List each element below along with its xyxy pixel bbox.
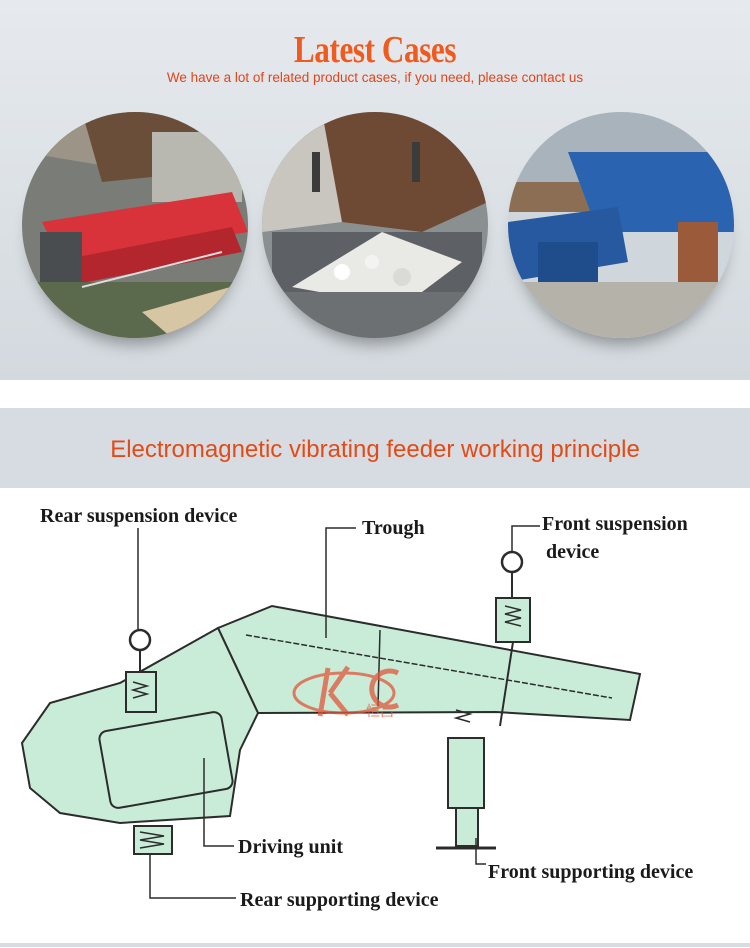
case-photo-hopper[interactable] bbox=[262, 112, 488, 338]
principle-header-band bbox=[0, 408, 750, 488]
principle-title: Electromagnetic vibrating feeder working… bbox=[110, 436, 640, 463]
latest-cases-title: Latest Cases bbox=[293, 29, 457, 71]
logo-text: 恒昌 bbox=[366, 704, 394, 720]
latest-cases-subtitle: We have a lot of related product cases, … bbox=[166, 70, 584, 85]
case-photo-red-feeder[interactable] bbox=[22, 112, 248, 338]
label-front-suspension-1: Front suspension bbox=[542, 513, 688, 535]
label-rear-supporting: Rear supporting device bbox=[240, 889, 439, 911]
label-trough: Trough bbox=[362, 517, 425, 539]
feeder-diagram: 恒昌 Rear suspension device Trough Front s… bbox=[0, 488, 750, 943]
kc-logo-watermark: 恒昌 bbox=[292, 665, 400, 720]
case-photo-blue-feeder[interactable] bbox=[508, 112, 734, 338]
front-supporting-device bbox=[436, 709, 496, 865]
label-front-supporting: Front supporting device bbox=[488, 861, 693, 883]
section-gap bbox=[0, 380, 750, 408]
label-front-suspension-2: device bbox=[546, 541, 599, 563]
label-driving-unit: Driving unit bbox=[238, 836, 343, 858]
label-rear-suspension: Rear suspension device bbox=[40, 505, 238, 527]
trough bbox=[216, 604, 642, 722]
rear-supporting-device bbox=[133, 825, 236, 899]
bottom-divider bbox=[0, 943, 750, 947]
rear-suspension-device bbox=[125, 528, 157, 713]
front-suspension-device bbox=[495, 525, 540, 727]
